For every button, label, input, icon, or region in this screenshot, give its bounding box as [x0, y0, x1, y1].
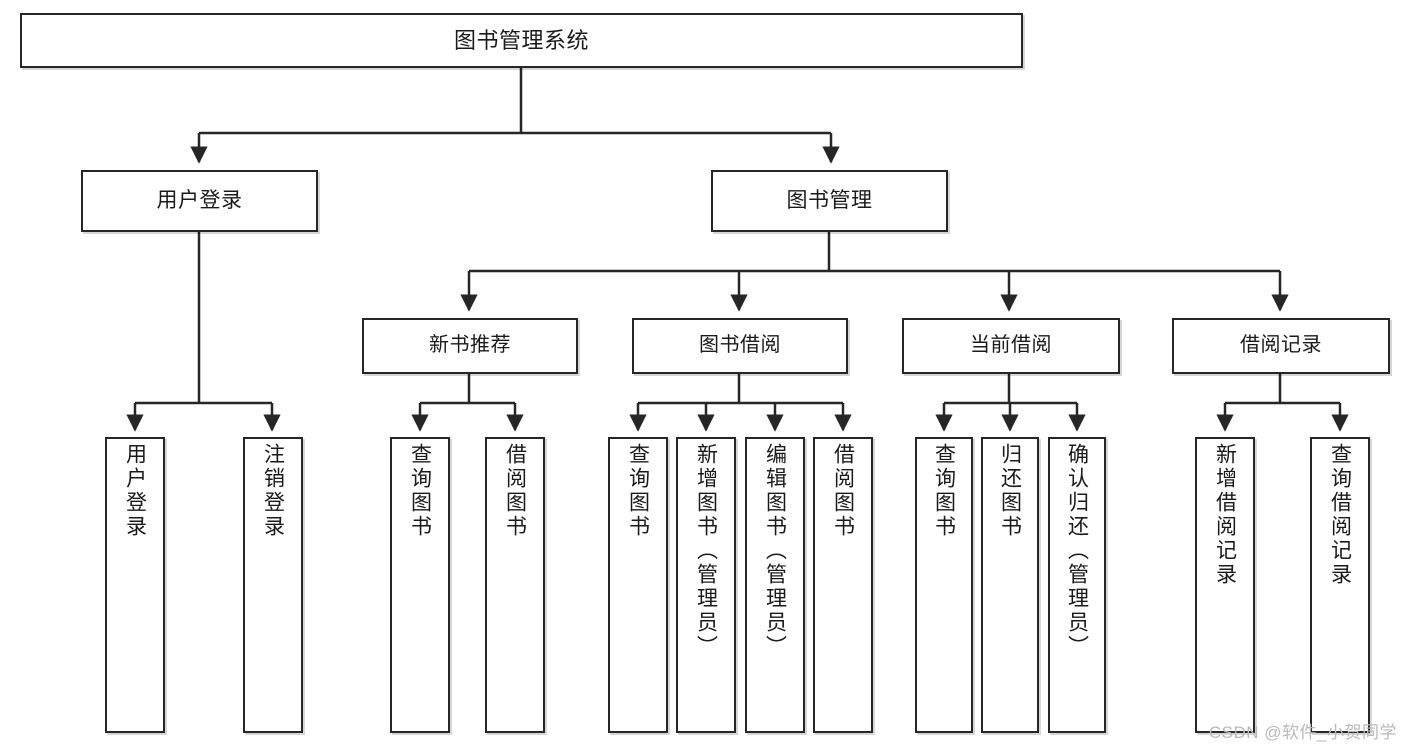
- node-leaf-borrow-book-2[interactable]: 借阅图书: [813, 437, 873, 733]
- node-label: 查询借阅记录: [1328, 443, 1352, 587]
- node-leaf-query-record[interactable]: 查询借阅记录: [1310, 437, 1370, 733]
- node-user-login[interactable]: 用户登录: [81, 170, 318, 232]
- node-label: 查询图书: [626, 443, 650, 539]
- node-borrow-record[interactable]: 借阅记录: [1172, 318, 1390, 374]
- node-leaf-query-book-2[interactable]: 查询图书: [608, 437, 668, 733]
- node-leaf-return-book[interactable]: 归还图书: [981, 437, 1039, 733]
- node-label: 当前借阅: [970, 334, 1052, 357]
- node-current-borrow[interactable]: 当前借阅: [902, 318, 1120, 374]
- node-leaf-edit-book[interactable]: 编辑图书（管理员）: [745, 437, 805, 733]
- node-label: 用户登录: [156, 188, 243, 212]
- node-leaf-logout[interactable]: 注销登录: [243, 437, 303, 733]
- node-label: 图书管理系统: [453, 27, 589, 53]
- csdn-watermark: CSDN @软件_小贺同学: [1208, 723, 1397, 742]
- node-label: 归还图书: [998, 443, 1022, 539]
- node-leaf-user-login[interactable]: 用户登录: [105, 437, 165, 733]
- node-label: 借阅记录: [1240, 334, 1322, 357]
- node-label: 确认归还（管理员）: [1065, 443, 1089, 659]
- node-root-system[interactable]: 图书管理系统: [20, 13, 1023, 68]
- node-label: 注销登录: [261, 443, 285, 539]
- node-book-manage[interactable]: 图书管理: [711, 170, 948, 232]
- node-leaf-add-record[interactable]: 新增借阅记录: [1195, 437, 1255, 733]
- node-label: 新增借阅记录: [1213, 443, 1237, 587]
- node-label: 查询图书: [408, 443, 432, 539]
- node-leaf-add-book[interactable]: 新增图书（管理员）: [676, 437, 736, 733]
- node-label: 借阅图书: [503, 443, 527, 539]
- node-book-borrow[interactable]: 图书借阅: [632, 318, 848, 374]
- node-label: 新书推荐: [429, 334, 511, 357]
- node-leaf-confirm-return[interactable]: 确认归还（管理员）: [1048, 437, 1106, 733]
- node-label: 借阅图书: [831, 443, 855, 539]
- node-leaf-query-book-1[interactable]: 查询图书: [390, 437, 450, 733]
- node-leaf-borrow-book-1[interactable]: 借阅图书: [485, 437, 545, 733]
- node-label: 查询图书: [932, 443, 956, 539]
- node-label: 用户登录: [123, 443, 147, 539]
- node-label: 新增图书（管理员）: [694, 443, 718, 659]
- node-label: 编辑图书（管理员）: [763, 443, 787, 659]
- node-label: 图书借阅: [699, 334, 781, 357]
- node-leaf-query-book-3[interactable]: 查询图书: [915, 437, 973, 733]
- node-new-book-recommend[interactable]: 新书推荐: [362, 318, 578, 374]
- node-label: 图书管理: [786, 188, 873, 212]
